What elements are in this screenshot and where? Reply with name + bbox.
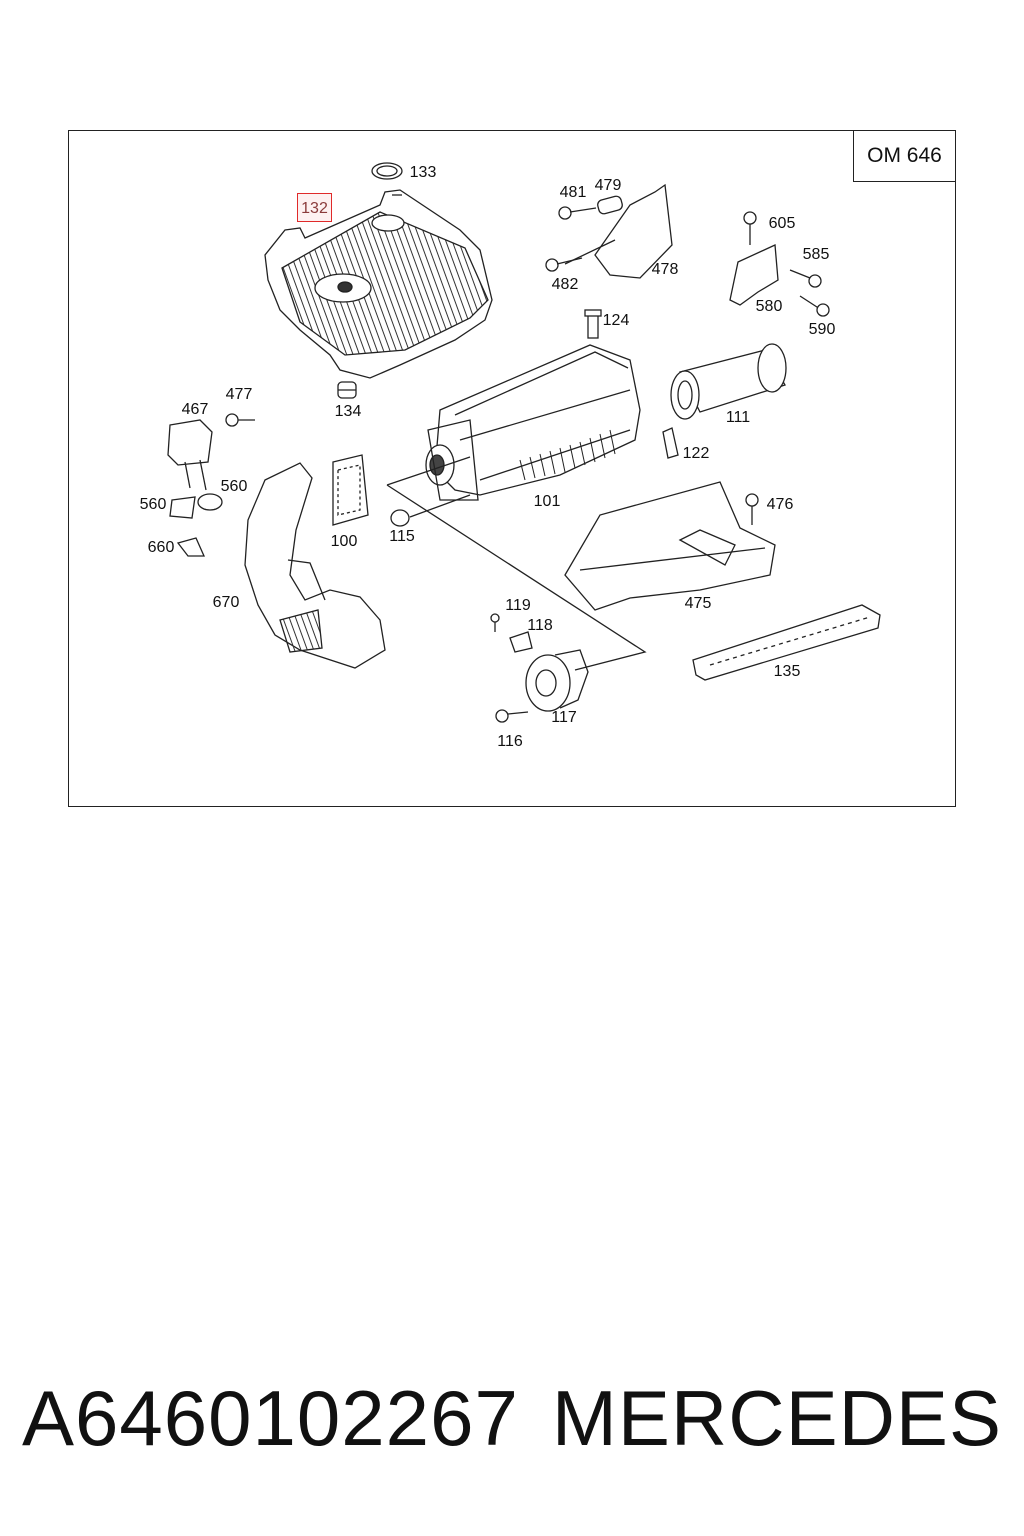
part-label[interactable]: 479: [594, 177, 622, 194]
bolt-part: [745, 493, 759, 525]
part-label[interactable]: 111: [725, 409, 751, 426]
diagram-frame: [68, 130, 956, 807]
part-label[interactable]: 478: [651, 261, 679, 278]
mounting-bracket-part: [729, 244, 779, 306]
hose-clamp-part: [169, 496, 196, 519]
bolt-part: [743, 211, 830, 317]
bolt-part: [225, 413, 255, 427]
bolt-part: [545, 206, 597, 272]
insulation-pad-part: [332, 454, 369, 526]
part-label[interactable]: 476: [766, 496, 794, 513]
footer: A6460102267 MERCEDES: [0, 1370, 1024, 1480]
screw-part: [490, 613, 529, 723]
intake-duct-part: [244, 462, 386, 669]
part-label[interactable]: 605: [768, 215, 796, 232]
part-label[interactable]: 135: [773, 663, 801, 680]
engine-code-label: OM 646: [853, 130, 956, 182]
part-number: A6460102267: [22, 1374, 519, 1462]
part-label[interactable]: 116: [497, 733, 523, 750]
brand-name: MERCEDES: [551, 1374, 1002, 1462]
part-label[interactable]: 580: [755, 298, 783, 315]
spacer-sleeve-part: [597, 195, 623, 215]
part-label[interactable]: 124: [602, 312, 630, 329]
part-label[interactable]: 467: [181, 401, 209, 418]
filter-element-part: [670, 343, 787, 420]
engine-cover-part: [264, 189, 493, 379]
sensor-connector-part: [509, 631, 533, 653]
air-filter-housing-part: [425, 309, 641, 501]
part-label[interactable]: 482: [551, 276, 579, 293]
part-label[interactable]: 118: [527, 617, 553, 634]
part-label[interactable]: 475: [684, 595, 712, 612]
hose-clamp-part: [197, 493, 223, 511]
heat-shield-part: [564, 481, 776, 611]
clip-part: [662, 427, 679, 459]
part-label[interactable]: 590: [808, 321, 836, 338]
holder-part: [176, 537, 206, 557]
part-label[interactable]: 481: [559, 184, 587, 201]
grommet-part: [390, 509, 410, 527]
highlighted-part-callout[interactable]: 132: [297, 193, 332, 222]
part-label[interactable]: 560: [220, 478, 248, 495]
actuator-part: [525, 649, 589, 712]
highlighted-part-number: 132: [301, 200, 328, 218]
part-label[interactable]: 117: [551, 709, 577, 726]
part-label[interactable]: 133: [409, 164, 437, 181]
part-label[interactable]: 119: [505, 597, 531, 614]
sensor-part: [167, 419, 213, 491]
part-label[interactable]: 101: [533, 493, 561, 510]
part-label[interactable]: 100: [330, 533, 358, 550]
part-label[interactable]: 670: [212, 594, 240, 611]
part-label[interactable]: 134: [334, 403, 362, 420]
seal-ring-part: [371, 162, 403, 180]
trim-panel-part: [692, 604, 881, 681]
part-label[interactable]: 560: [139, 496, 167, 513]
part-label[interactable]: 115: [389, 528, 415, 545]
part-label[interactable]: 660: [147, 539, 175, 556]
part-label[interactable]: 585: [802, 246, 830, 263]
part-label[interactable]: 122: [682, 445, 710, 462]
part-label[interactable]: 477: [225, 386, 253, 403]
